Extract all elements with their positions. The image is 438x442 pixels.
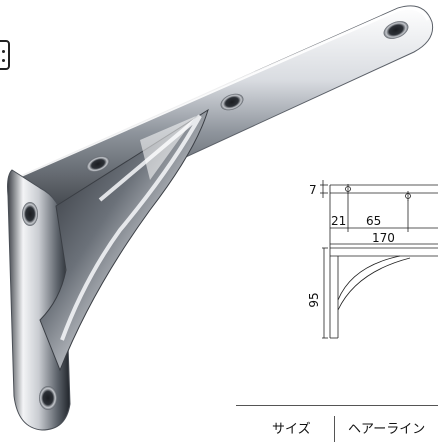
mounting-hole-icon [220,93,244,111]
spec-header-size: サイズ [272,422,311,437]
dim-hole-offset: 21 [331,214,346,228]
spec-table: サイズ ヘアーライン [236,405,438,442]
mounting-hole-icon [86,156,110,172]
bracket-badge-icon [0,40,10,70]
mounting-hole-icon [383,21,409,39]
mounting-hole-icon [39,386,57,410]
spec-divider [334,416,335,442]
mounting-hole-icon [22,202,38,226]
dim-length: 170 [372,231,395,245]
dim-hole-spacing: 65 [366,214,381,228]
dim-height: 95 [307,292,321,307]
spec-header-finish: ヘアーライン [348,422,426,437]
dim-top-offset: 7 [309,183,317,197]
bracket-brace [39,108,209,372]
